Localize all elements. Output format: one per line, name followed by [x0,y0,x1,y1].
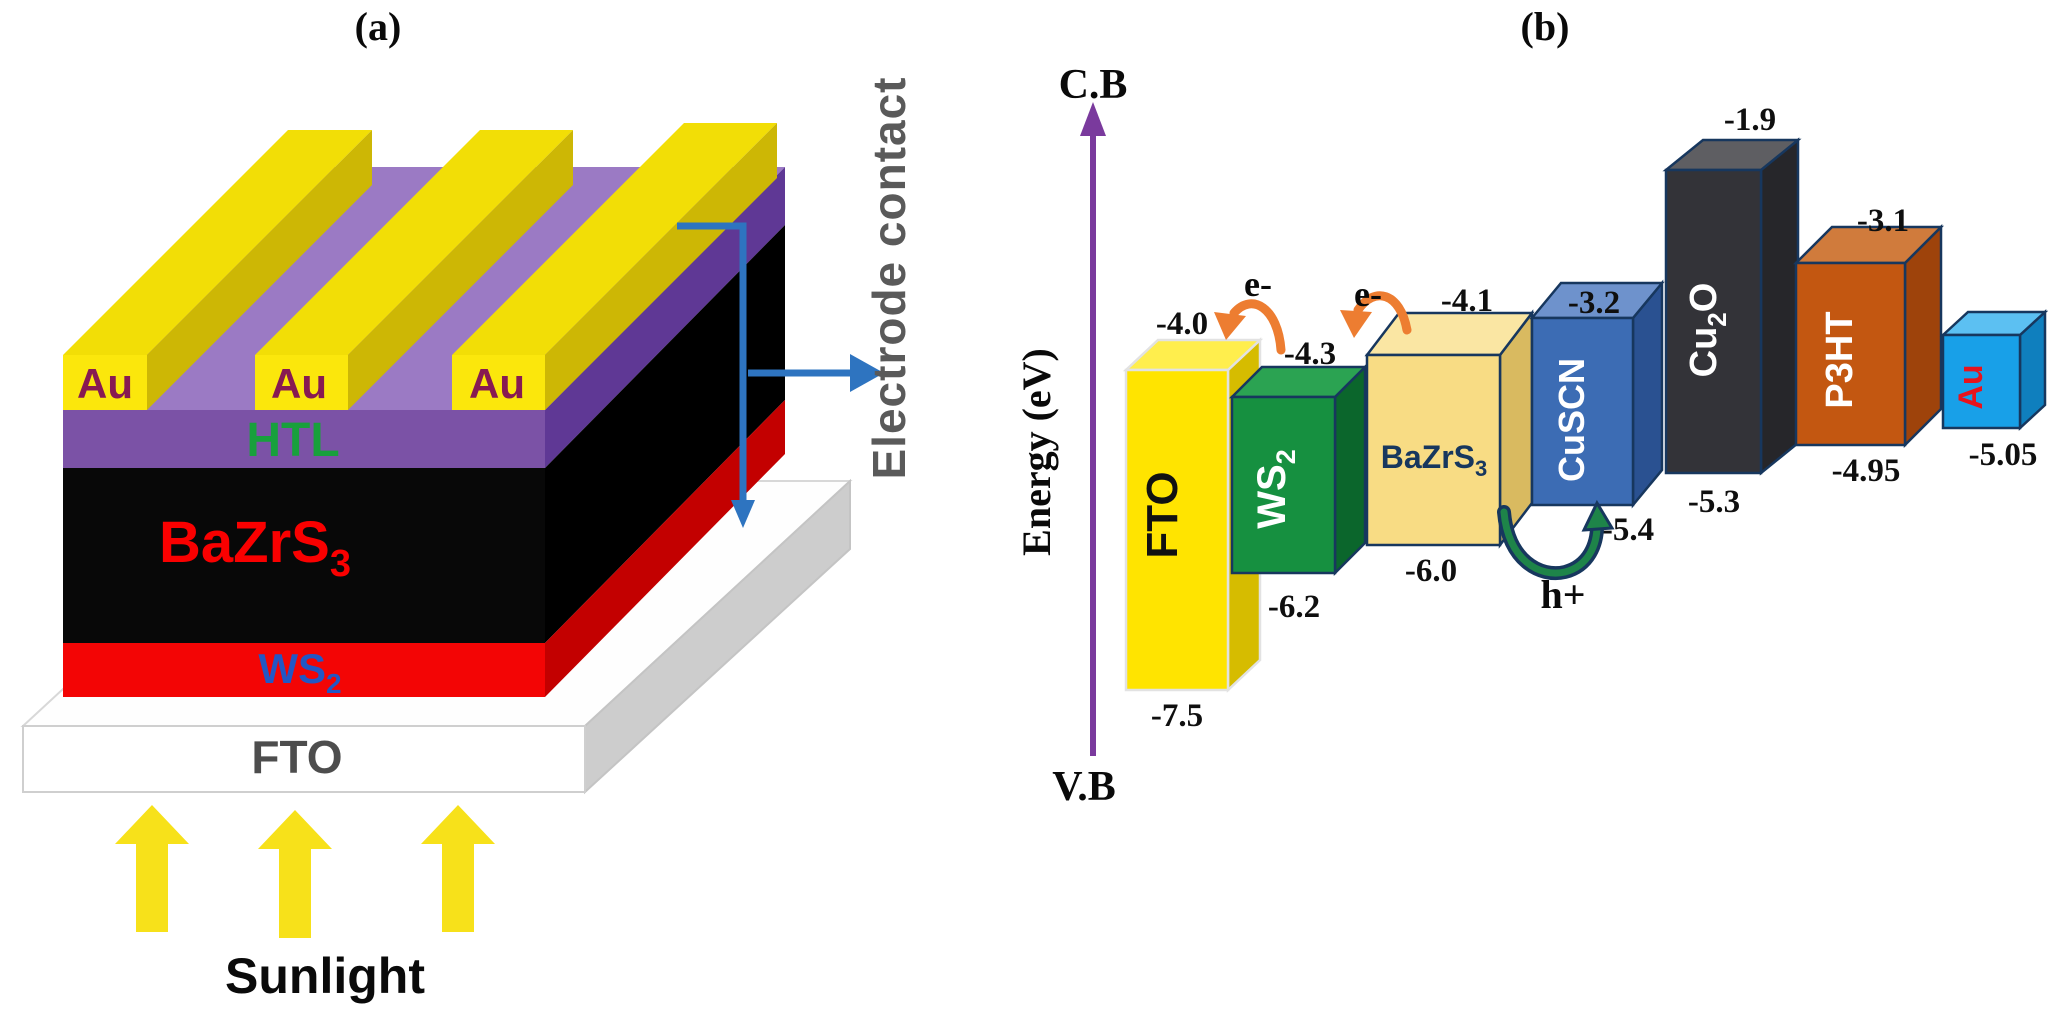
au-bar-top-face [63,130,372,355]
energy-axis-arrowhead-icon [1080,102,1106,136]
au-bar-side-face [348,130,573,410]
fto-front-face [22,725,586,793]
conduction-band-label: C.B [1059,62,1128,108]
bar-label: WS2 [1250,449,1301,528]
bazrs3-layer-label: BaZrS3 [159,510,351,585]
electrode-contact-label: Electrode contact [863,77,915,480]
vb-value: -5.3 [1688,484,1740,520]
sunlight-arrow-icon [258,810,332,938]
absorber-side-face [545,225,785,643]
band-bar-cuscn: -3.2 -5.4 CuSCN [1529,279,1665,548]
right-arrowhead-icon [850,354,884,392]
hole-arrowhead-icon [1581,499,1615,532]
bar-label: Cu2O [1683,283,1732,378]
bar-label: BaZrS3 [1381,439,1488,481]
vb-value: -6.0 [1405,553,1457,589]
bar-front-face [1941,333,2022,430]
ws2-side-face [545,400,785,697]
band-bar-bazrs3: -4.1 -6.0 BaZrS3 [1364,283,1535,589]
vb-value: -7.5 [1151,698,1203,734]
hole-transfer-arrow: h+ [1497,499,1615,617]
htl-side-face [545,167,785,468]
hole-label: h+ [1540,572,1585,617]
band-bar-au: -5.05 Au [1939,309,2048,473]
cb-value: -1.9 [1724,102,1776,138]
electron-arrowhead-icon [1214,312,1246,340]
htl-layer-label: HTL [246,414,339,467]
cb-value: -3.2 [1568,285,1620,321]
au-electrode-bars: Au Au Au [63,123,777,410]
energy-axis-title: Energy (eV) [1014,348,1059,556]
band-bar-cu2o: -1.9 -5.3 Cu2O [1662,102,1802,520]
bar-side-face [1333,363,1367,577]
bar-front-face [1230,395,1337,575]
au-bar-label: Au [469,360,525,407]
bar-front-face [1794,261,1907,447]
bar-side-face [1903,223,1943,449]
vb-value: -6.2 [1268,589,1320,625]
bar-label: Au [1952,364,1990,409]
cb-value: -4.0 [1156,306,1208,342]
au-bar-top-face [255,130,573,355]
bar-front-face [1664,168,1763,475]
hole-arrow-icon [1500,508,1601,577]
bar-side-face [1631,279,1664,509]
au-bar-front-face [452,355,545,410]
vb-value: -5.4 [1602,512,1654,548]
ws2-layer-label: WS2 [258,645,341,699]
bar-label: CuSCN [1551,358,1592,482]
electron-arrow-icon [1229,299,1286,355]
sunlight-arrows [115,805,495,938]
sunlight-arrow-icon [421,805,495,932]
bar-front-face [1365,353,1502,547]
sunlight-arrow-icon [115,805,189,932]
electron-label: e- [1354,274,1382,314]
au-bar-front-face [255,355,348,410]
electron-label: e- [1244,264,1272,304]
electron-arrow-icon [1353,291,1412,335]
panel-a-title: (a) [355,4,402,49]
fto-layer-label: FTO [251,731,342,783]
au-bar-top-face [452,123,777,355]
down-arrowhead-icon [731,500,755,528]
htl-front-face [63,410,545,468]
valence-band-label: V.B [1052,764,1115,810]
panel-b-title: (b) [1521,4,1570,49]
band-bar-ws2: -4.3 -6.2 WS2 [1228,336,1369,625]
cb-value: -4.3 [1284,336,1336,372]
band-bar-p3ht: -3.1 -4.95 P3HT [1792,203,1945,489]
bar-label: P3HT [1819,311,1861,408]
au-bar-label: Au [271,360,327,407]
au-bar-front-face [63,355,147,410]
bar-label: FTO [1138,471,1187,558]
panel-a-device-schematic: (a) FTO HTL BaZrS3 WS2 Au [20,4,915,1004]
panel-b-band-diagram: (b) C.B V.B Energy (eV) -4.0 -7.5 FTO -4… [1014,4,2048,810]
au-bar-label: Au [77,360,133,407]
bar-front-face [1124,368,1230,692]
au-bar-side-face [147,130,372,410]
cb-value: -4.1 [1441,283,1493,319]
bar-front-face [1530,316,1635,507]
au-bar-side-face [545,123,777,410]
ws2-front-face [63,643,545,697]
contact-bracket-line [677,222,747,503]
sunlight-label: Sunlight [225,948,425,1004]
energy-axis: C.B V.B Energy (eV) [1014,62,1127,810]
bar-side-face [1759,137,1800,476]
vb-value: -4.95 [1832,453,1901,489]
cb-value: -3.1 [1857,203,1909,239]
work-function-value: -5.05 [1969,437,2038,473]
electron-transfer-arrows: e- e- [1214,264,1412,355]
electrode-contact-callout [677,222,884,528]
absorber-front-face [63,468,545,643]
electron-arrowhead-icon [1340,310,1372,338]
